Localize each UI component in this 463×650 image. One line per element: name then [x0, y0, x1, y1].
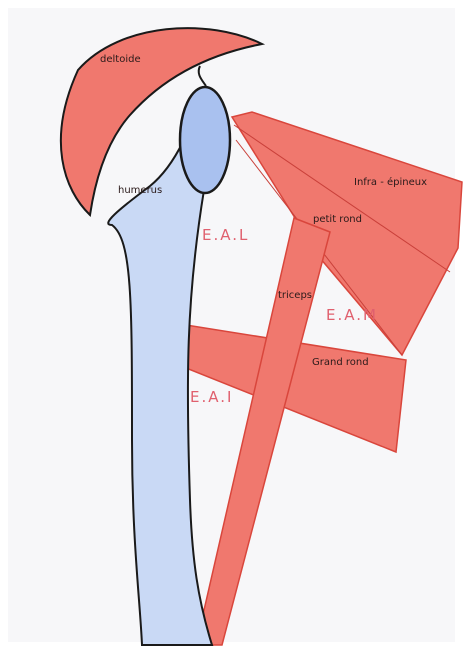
- humeral-head: [180, 87, 230, 193]
- label-deltoide: deltoide: [100, 54, 141, 65]
- label-infra-epineux: Infra - épineux: [354, 176, 427, 188]
- label-eai: E.A.I: [190, 388, 233, 406]
- label-humerus: humerus: [118, 185, 162, 196]
- label-eal: E.A.L: [202, 226, 249, 244]
- label-petit-rond: petit rond: [313, 214, 362, 225]
- label-grand-rond: Grand rond: [312, 357, 369, 368]
- label-eam: E.A.M: [326, 306, 378, 324]
- label-triceps: triceps: [278, 290, 312, 301]
